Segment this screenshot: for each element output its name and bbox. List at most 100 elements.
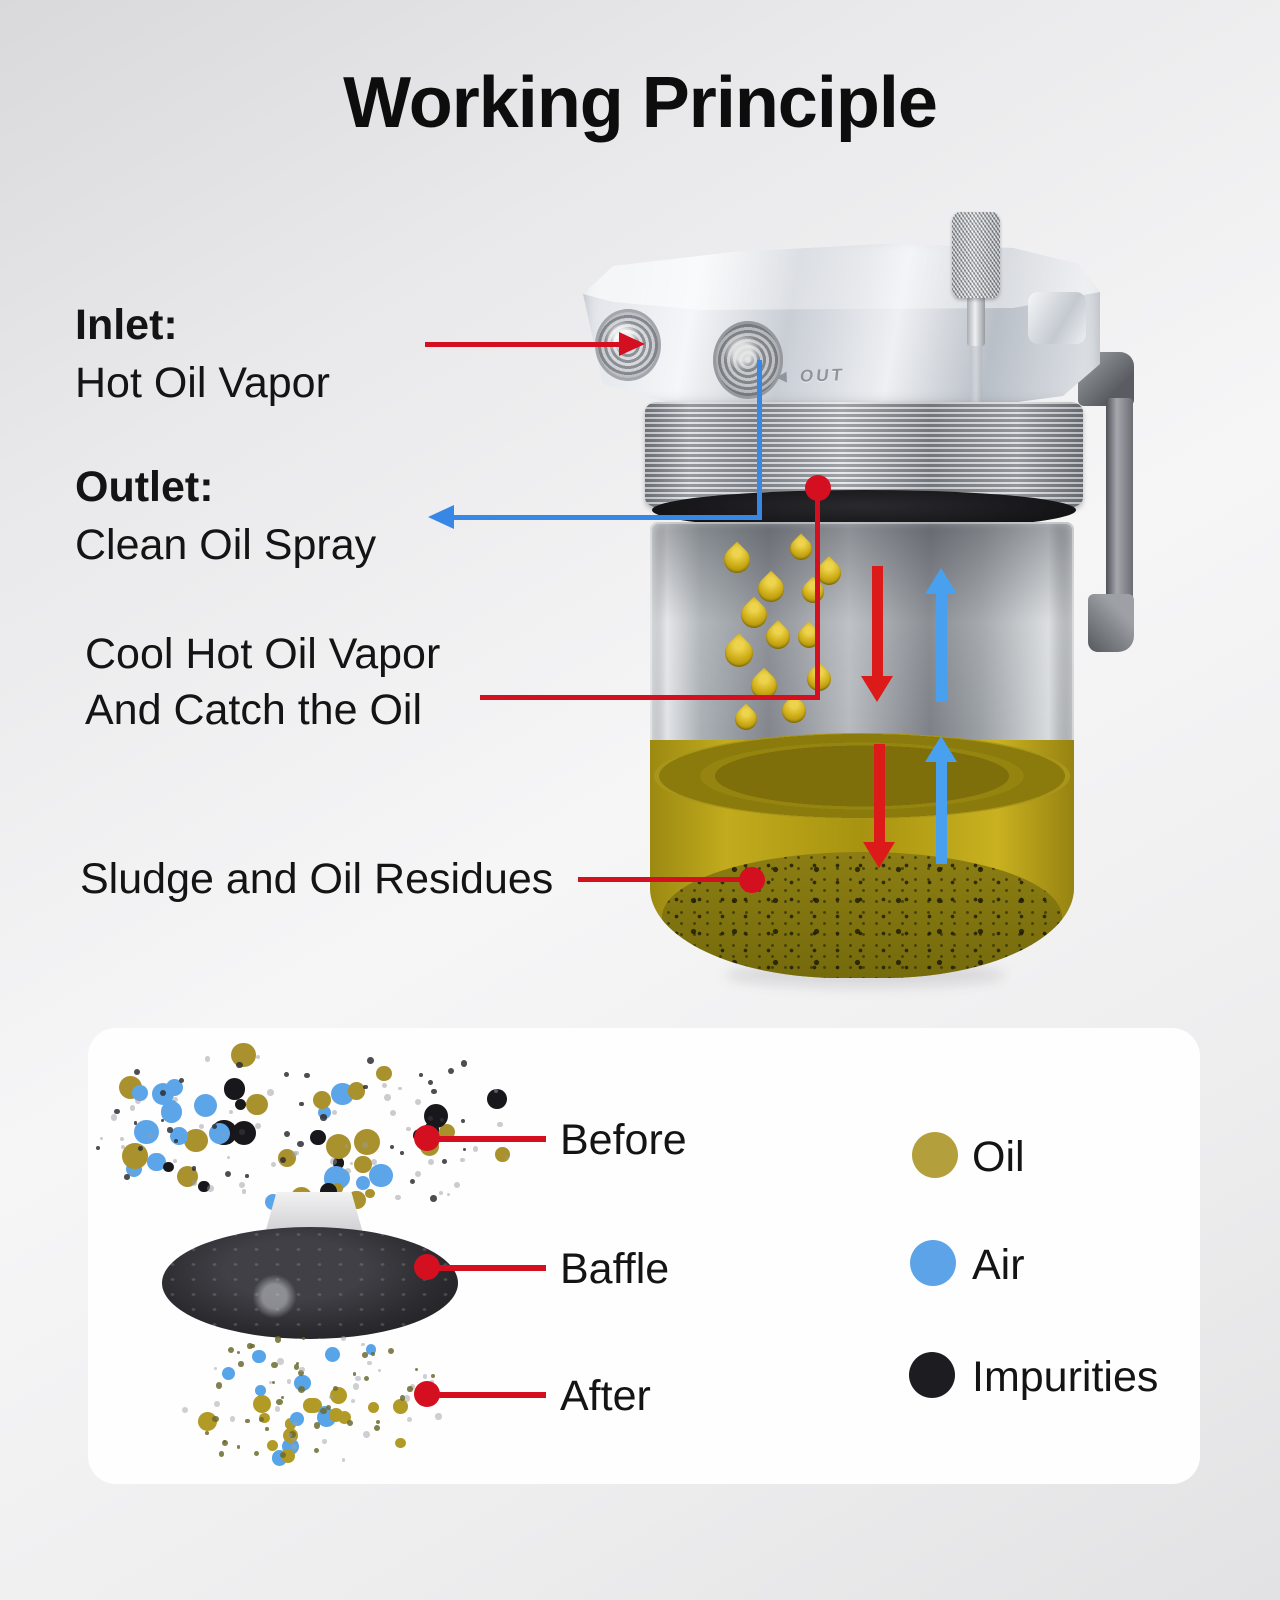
particle-dot <box>241 1189 247 1195</box>
particle-dot <box>364 1188 375 1199</box>
particle-dot <box>165 1079 183 1097</box>
knurled-pin <box>952 212 1000 298</box>
particle-dot <box>289 1431 296 1439</box>
particle-dot <box>403 1394 411 1402</box>
particle-dot <box>435 1413 442 1420</box>
air-legend-label: Air <box>972 1241 1025 1289</box>
particle-dot <box>222 1440 229 1447</box>
particle-dot <box>284 1130 291 1138</box>
flow-arrow-up-2-shaft <box>936 762 947 864</box>
particle-dot <box>356 1176 371 1191</box>
mount-bracket-bottom <box>1088 594 1134 652</box>
particle-dot <box>462 1148 467 1152</box>
particle-dot <box>254 1384 266 1396</box>
particle-dot <box>423 1103 449 1129</box>
impurities-legend-label: Impurities <box>972 1353 1159 1401</box>
particle-dot <box>198 1123 205 1130</box>
particle-dot <box>331 1109 338 1116</box>
particle-dot <box>328 1408 344 1423</box>
baffle-disc <box>162 1227 458 1339</box>
outlet-label-heading: Outlet: <box>75 463 214 511</box>
particle-dot <box>375 1419 380 1424</box>
particle-dot <box>204 1430 209 1435</box>
particle-dot <box>191 1180 197 1186</box>
particle-dot <box>130 1171 134 1175</box>
particle-dot <box>322 1439 327 1444</box>
particle-dot <box>279 1451 287 1459</box>
particle-dot <box>167 1127 173 1133</box>
particle-dot <box>267 1088 275 1096</box>
particle-dot <box>422 1374 428 1379</box>
particle-dot <box>373 1425 380 1432</box>
particle-dot <box>212 1124 218 1130</box>
particle-dot <box>283 1072 289 1078</box>
particle-dot <box>351 1399 355 1403</box>
particle-dot <box>298 1369 305 1376</box>
particle-dot <box>252 1394 271 1413</box>
particle-dot <box>110 1114 118 1121</box>
particle-dot <box>362 1431 370 1439</box>
particle-dot <box>213 1400 221 1408</box>
flow-arrow-down-1-shaft <box>872 566 883 678</box>
cool-leader-line <box>480 695 820 700</box>
particle-dot <box>368 1402 380 1414</box>
particle-dot <box>355 1375 361 1382</box>
particle-dot <box>350 1161 354 1165</box>
particle-dot <box>253 1450 260 1456</box>
cool-label-line1: Cool Hot Oil Vapor <box>85 630 441 678</box>
particle-dot <box>486 1089 507 1109</box>
particle-dot <box>229 1415 236 1422</box>
particle-dot <box>255 1054 260 1059</box>
particle-dot <box>320 1114 327 1121</box>
after-particle-cloud <box>181 1335 442 1466</box>
outlet-leader-vertical <box>757 360 762 518</box>
particle-dot <box>239 1129 245 1135</box>
particle-dot <box>294 1150 299 1155</box>
particle-dot <box>294 1374 311 1392</box>
flow-arrow-up-2-head <box>925 736 957 762</box>
particle-dot <box>224 1078 246 1100</box>
particle-dot <box>246 1094 268 1116</box>
air-legend-swatch <box>910 1240 956 1286</box>
page-title: Working Principle <box>343 63 938 143</box>
particle-dot <box>131 1085 148 1102</box>
particle-dot <box>227 1346 235 1354</box>
inlet-label-heading: Inlet: <box>75 301 178 349</box>
particle-dot <box>347 1420 354 1426</box>
particle-dot <box>289 1412 304 1427</box>
flow-arrow-up-1-shaft <box>936 594 947 702</box>
particle-dot <box>354 1155 372 1173</box>
particle-dot <box>271 1381 275 1385</box>
particle-dot <box>362 1352 368 1359</box>
particle-dot <box>206 1184 214 1192</box>
particle-dot <box>347 1082 366 1100</box>
canister-cap-chamfer <box>1028 292 1086 344</box>
after-pointer-dot <box>414 1381 440 1407</box>
outlet-leader-arrowhead <box>428 505 454 529</box>
particle-dot <box>362 1084 368 1090</box>
particle-dot <box>431 1088 437 1095</box>
particle-dot <box>133 1121 138 1125</box>
particle-dot <box>254 1123 261 1130</box>
particle-dot <box>407 1386 413 1392</box>
inlet-leader-line <box>425 342 621 347</box>
particle-dot <box>269 1380 273 1384</box>
particle-dot <box>161 1101 183 1123</box>
particle-dot <box>332 1157 345 1170</box>
particle-dot <box>173 1159 178 1164</box>
particle-dot <box>179 1078 184 1084</box>
sludge-leader-line <box>578 877 746 882</box>
particle-dot <box>290 1443 297 1450</box>
particle-dot <box>194 1093 218 1117</box>
particle-dot <box>393 1399 409 1415</box>
particle-dot <box>310 1129 326 1146</box>
mount-bracket-bar <box>1106 398 1133 622</box>
particle-dot <box>133 1068 140 1075</box>
particle-dot <box>297 1140 305 1148</box>
particle-dot <box>214 1366 218 1370</box>
inlet-leader-arrowhead <box>619 332 645 356</box>
particle-dot <box>395 1437 406 1449</box>
particle-dot <box>344 1167 351 1174</box>
particle-dot <box>238 1361 244 1367</box>
